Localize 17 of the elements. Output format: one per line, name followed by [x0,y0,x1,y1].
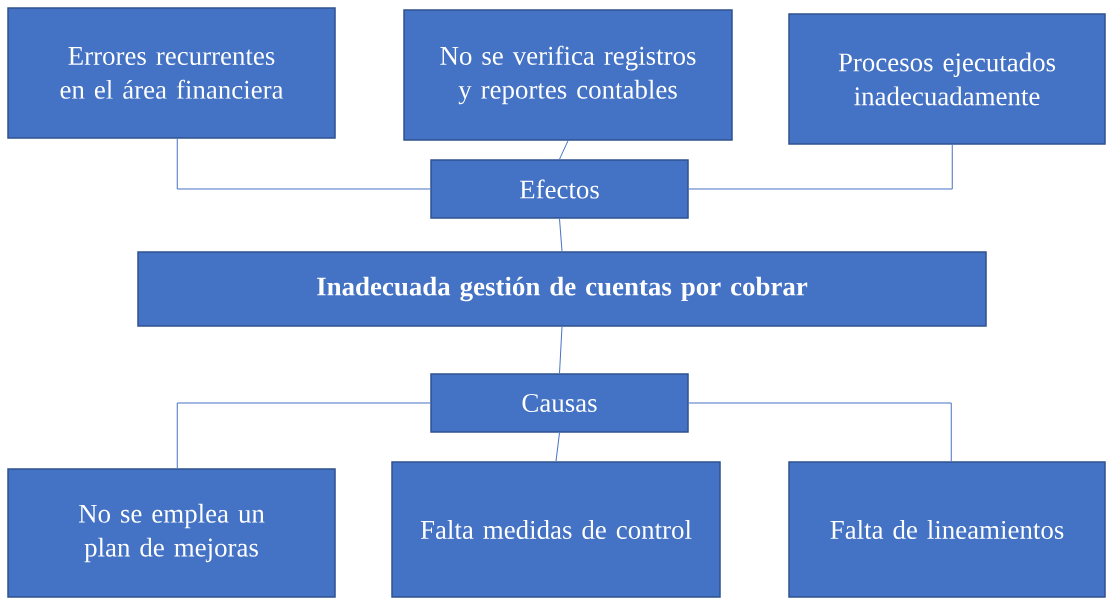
effect-box: No se verifica registros y reportes contables [403,9,733,141]
connector-line [559,140,569,160]
cause-box: No se emplea un plan de mejoras [7,468,336,598]
connector-line [555,432,560,462]
connector-line [688,144,953,190]
connector-line [176,138,431,190]
heading-box: Causas [430,373,689,433]
cause-box: Falta de lineamientos [788,461,1106,598]
connector-line [559,218,563,252]
effect-box: Procesos ejecutados inadecuadamente [788,13,1106,145]
connector-line [176,402,431,469]
cause-box: Falta medidas de control [391,461,721,598]
heading-box: Efectos [430,159,689,219]
problem-box: Inadecuada gestión de cuentas por cobrar [137,251,987,327]
effect-box: Errores recurrentes en el área financiera [7,7,336,139]
connector-line [688,402,952,462]
connector-line [559,326,563,374]
